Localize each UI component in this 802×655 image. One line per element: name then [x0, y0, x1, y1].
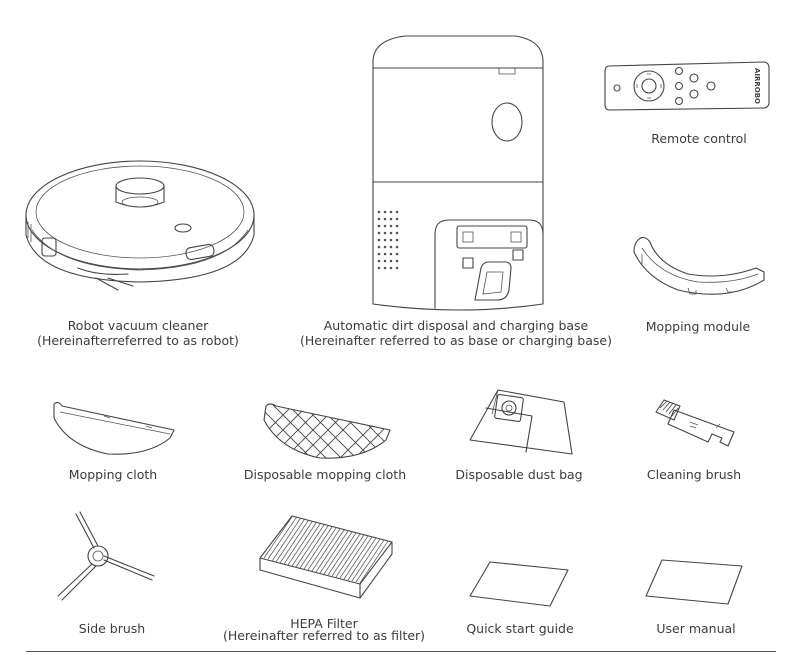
dust-bag-label: Disposable dust bag — [455, 467, 583, 482]
dust-bag-icon — [468, 386, 578, 462]
robot-vacuum-icon — [18, 150, 263, 291]
charging-base-icon — [365, 22, 555, 314]
remote-brand: AIRROBO — [753, 68, 761, 104]
remote-control-icon: AIRROBO — [603, 58, 771, 118]
quick-start-guide-icon — [468, 558, 572, 610]
base-label: Automatic dirt disposal and charging bas… — [300, 318, 612, 348]
side-brush-icon — [54, 510, 164, 606]
quick-start-guide-label: Quick start guide — [466, 621, 574, 636]
mopping-cloth-icon — [48, 400, 178, 460]
hepa-filter-icon — [256, 512, 396, 610]
disposable-mopping-cloth-label: Disposable mopping cloth — [243, 467, 407, 482]
cleaning-brush-label: Cleaning brush — [646, 467, 742, 482]
hepa-label: HEPA Filter (Hereinafter referred to as … — [222, 616, 426, 643]
bottom-divider — [26, 651, 776, 652]
side-brush-label: Side brush — [78, 621, 146, 636]
remote-label: Remote control — [651, 131, 747, 146]
mopping-module-label: Mopping module — [645, 319, 751, 334]
robot-label: Robot vacuum cleaner (Hereinafterreferre… — [37, 318, 239, 348]
mopping-cloth-label: Mopping cloth — [68, 467, 158, 482]
user-manual-icon — [644, 556, 748, 608]
cleaning-brush-icon — [654, 398, 742, 450]
disposable-mopping-cloth-icon — [258, 400, 398, 464]
user-manual-label: User manual — [656, 621, 736, 636]
mopping-module-icon — [628, 232, 768, 304]
